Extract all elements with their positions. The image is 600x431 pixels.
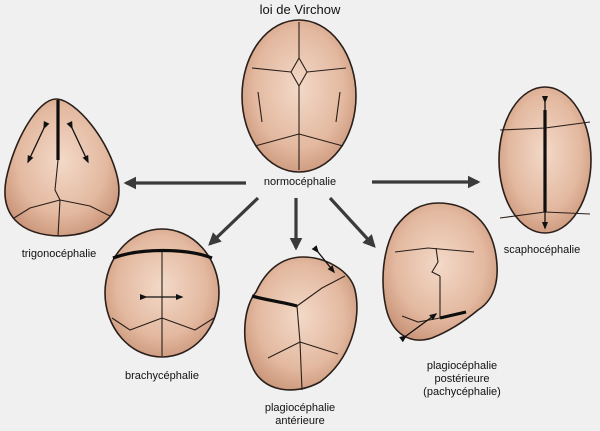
skull-plagio-anterieure [243,245,358,391]
label-plagio-anterieure: plagiocéphalie antérieure [240,402,360,428]
label-plagio-posterieure-line1: plagiocéphalie [426,360,498,372]
label-scaphocephalie: scaphocéphalie [503,244,581,256]
label-normocephalie: normocéphalie [263,176,337,188]
flow-arrows [123,175,481,251]
label-plagio-posterieure-line2: postérieure [434,373,490,385]
skull-normocephalie [241,19,357,173]
skull-scaphocephalie [498,86,592,234]
skull-brachycephalie [104,228,220,358]
arrow-to-brachycephalie [208,196,260,246]
skull-trigonocephalie [4,98,120,237]
label-trigonocephalie: trigonocéphalie [21,248,97,260]
arrow-to-plagio-posterieure [328,196,376,248]
label-plagio-anterieure-line2: antérieure [275,415,325,427]
diagram-title: loi de Virchow [259,2,341,17]
label-plagio-posterieure: plagiocéphalie postérieure (pachycéphali… [402,360,522,399]
label-plagio-posterieure-line3: (pachycéphalie) [423,386,501,398]
skull-plagio-posterieure [382,202,498,343]
label-plagio-anterieure-line1: plagiocéphalie [264,402,336,414]
label-brachycephalie: brachycéphalie [125,370,199,382]
